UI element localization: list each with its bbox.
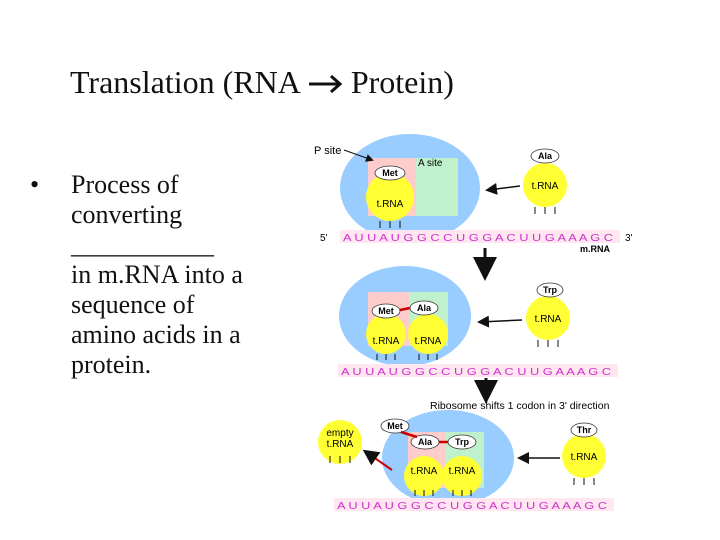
mrna-strip-1: [340, 230, 620, 243]
empty-trna: [318, 420, 362, 464]
trna-ala-2-label: t.RNA: [415, 336, 442, 347]
trna-ala-incoming: [523, 163, 567, 207]
anticodon-legs-empty: [329, 456, 351, 463]
aa-trp-incoming-label: Trp: [543, 285, 558, 295]
three-prime-label: 3': [625, 233, 633, 244]
aa-thr-incoming-label: Thr: [577, 425, 592, 435]
entry-arrow-2: [477, 315, 523, 328]
trna-met-2: [366, 314, 406, 354]
p-site-label: P site: [314, 145, 341, 157]
aa-trp-incoming: [536, 282, 564, 298]
trna-ala-incoming-label: t.RNA: [532, 181, 559, 192]
aa-ala-incoming: [530, 148, 560, 164]
aa-met-1-label: Met: [382, 168, 398, 178]
aa-ala-3-label: Ala: [418, 437, 433, 447]
anticodon-legs-trp: [537, 340, 559, 347]
mrna-sequence-3: A U U A U G G C C U G G A C U U G A A A …: [337, 501, 607, 512]
panel-2: Met Ala t.RNA t.RNA Trp t.RNA A U U A U …: [338, 266, 618, 378]
trna-met-1-label: t.RNA: [377, 199, 404, 210]
anticodon-legs-3: [414, 490, 472, 496]
trna-trp-incoming: [526, 296, 570, 340]
exit-arrow: [362, 449, 393, 471]
aa-ala-incoming-label: Ala: [538, 151, 553, 161]
bullet-line-1: Process of: [71, 170, 179, 199]
anticodon-legs-1: [379, 221, 401, 228]
anticodon-legs-ala: [534, 207, 556, 214]
peptide-bond-3a: [400, 430, 418, 439]
anticodon-legs-2: [376, 354, 438, 360]
peptide-bond-2: [399, 306, 411, 312]
bullet-line-4: in m.RNA into a: [71, 260, 243, 289]
aa-met-2: [371, 303, 401, 319]
entry-arrow-1: [485, 182, 521, 195]
a-site-label: A site: [418, 158, 443, 169]
bullet-line-7: protein.: [71, 350, 152, 379]
title-arrow-icon: [301, 64, 351, 101]
aa-met-3: [380, 418, 410, 434]
trna-ala-2: [408, 314, 448, 354]
bullet-dot: •: [30, 170, 40, 199]
bullet-line-3-blank: ___________: [71, 230, 214, 259]
bullet-line-6: amino acids in a: [71, 320, 241, 349]
trna-trp-3-label: t.RNA: [449, 466, 476, 477]
trna-trp-incoming-label: t.RNA: [535, 314, 562, 325]
aa-trp-3-label: Trp: [455, 437, 470, 447]
trna-met-1: [366, 173, 414, 221]
aa-met-1: [374, 165, 406, 181]
empty-trna-label-2: t.RNA: [327, 439, 354, 450]
empty-trna-label-1: empty: [326, 428, 353, 439]
aa-met-2-label: Met: [378, 306, 394, 316]
aa-ala-2-label: Ala: [417, 303, 432, 313]
mrna-label: m.RNA: [580, 244, 611, 254]
trna-thr-incoming: [562, 434, 606, 478]
trna-ala-3: [404, 456, 444, 496]
aa-thr-incoming: [570, 422, 598, 438]
panel-3: Met Ala Trp t.RNA t.RNA empty t.RNA Thr …: [318, 410, 614, 512]
bullet-line-2: converting: [71, 200, 183, 229]
anticodon-legs-thr: [573, 478, 595, 485]
mrna-sequence-1: A U U A U G G C C U G G A C U U G A A A …: [343, 233, 613, 244]
aa-met-3-label: Met: [387, 421, 403, 431]
shift-caption: Ribosome shifts 1 codon in 3' direction: [430, 400, 610, 412]
five-prime-label: 5': [320, 233, 328, 244]
title-part-1: Translation (RNA: [70, 64, 301, 100]
trna-ala-3-label: t.RNA: [411, 466, 438, 477]
bullet-text: Process of converting ___________ in m.R…: [71, 170, 311, 380]
panel-1: P site A site Met t.RNA Ala t.RNA 5' A U…: [314, 134, 633, 254]
mrna-strip-3: [334, 498, 614, 511]
a-site-1: [416, 158, 458, 216]
trna-thr-incoming-label: t.RNA: [571, 452, 598, 463]
slide-title: Translation (RNA Protein): [70, 64, 454, 101]
mrna-sequence-2: A U U A U G G C C U G G A C U U G A A A …: [341, 367, 611, 378]
mrna-strip-2: [338, 364, 618, 377]
trna-trp-3: [442, 456, 482, 496]
bullet-line-5: sequence of: [71, 290, 195, 319]
trna-met-2-label: t.RNA: [373, 336, 400, 347]
title-part-2: Protein): [350, 64, 454, 100]
p-site-pointer: [343, 149, 374, 162]
